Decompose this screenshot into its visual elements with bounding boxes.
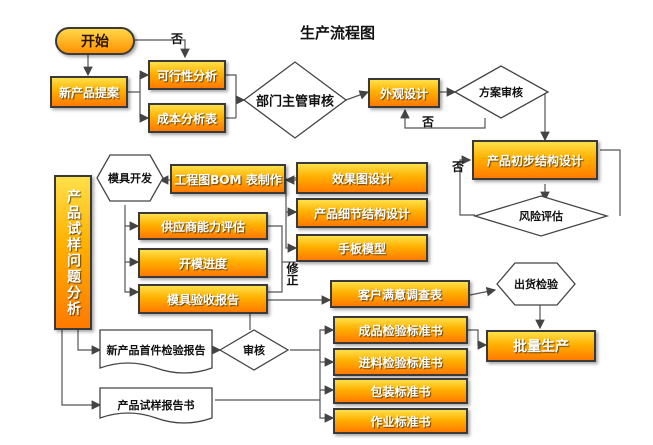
effect-design-node: 效果图设计: [296, 162, 428, 194]
dept-review-diamond: [242, 61, 348, 139]
shipment-check-label: 出货检验: [514, 278, 558, 291]
work-std-node: 作业标准书: [333, 408, 468, 434]
trial-report-document-shape: [99, 387, 213, 424]
risk-assessment-diamond: [472, 195, 610, 237]
review-diamond: [218, 329, 290, 371]
correction-label: 修正: [285, 262, 299, 286]
mass-production-node: 批量生产: [486, 330, 596, 362]
new-product-proposal-node: 新产品提案: [50, 76, 128, 108]
customer-survey-node: 客户满意调查表: [330, 280, 470, 308]
no-label-left: 否: [452, 160, 465, 174]
supplier-evaluation-node: 供应商能力评估: [138, 212, 268, 240]
appearance-design-node: 外观设计: [368, 78, 440, 108]
cost-analysis-node: 成本分析表: [148, 103, 226, 133]
mold-dev-label: 模具开发: [108, 172, 152, 185]
incoming-inspection-std-node: 进料检验标准书: [333, 348, 468, 376]
review-label: 审核: [243, 344, 265, 357]
dept-review-label: 部门主管审核: [255, 94, 335, 110]
first-article-document-shape: [99, 329, 213, 374]
plan-review-diamond: [453, 65, 550, 119]
bom-production-node: 工程图BOM 表制作: [170, 164, 286, 194]
no-label-top: 否: [171, 32, 184, 46]
plan-review-label: 方案审核: [479, 86, 523, 99]
mold-dev-hexagon: [96, 154, 164, 202]
page-title: 生产流程图: [300, 24, 376, 42]
packaging-std-node: 包装标准书: [333, 378, 468, 404]
hand-model-node: 手板模型: [296, 234, 428, 262]
feasibility-analysis-node: 可行性分析: [148, 60, 226, 90]
no-label-mid: 否: [422, 115, 435, 129]
shipment-check-circle-shape: [496, 262, 576, 306]
finished-product-std-node: 成品检验标准书: [333, 316, 468, 344]
detail-structure-design-node: 产品细节结构设计: [296, 198, 428, 228]
mold-acceptance-report-node: 模具验收报告: [138, 284, 268, 314]
trial-problem-analysis-node: 产品试样问题分析: [54, 175, 92, 330]
start-node: 开始: [55, 27, 135, 55]
mold-progress-node: 开模进度: [138, 248, 268, 278]
first-article-label: 新产品首件检验报告: [106, 344, 206, 357]
trial-report-label: 产品试样报告书: [117, 399, 195, 412]
initial-structure-design-node: 产品初步结构设计: [472, 140, 598, 180]
risk-assessment-label: 风险评估: [519, 210, 563, 223]
